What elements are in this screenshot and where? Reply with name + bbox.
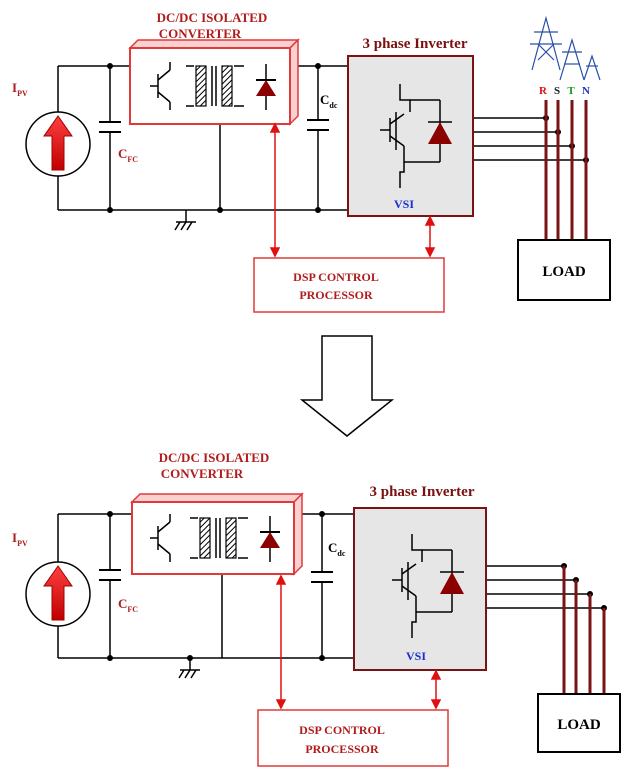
bottom-dsp-label-2: PROCESSOR bbox=[305, 742, 379, 756]
top-phase-r: R bbox=[539, 85, 548, 97]
top-phase-n: N bbox=[582, 85, 590, 97]
top-dsp-label-2: PROCESSOR bbox=[299, 288, 373, 302]
bottom-circuit: IPV CFC bbox=[12, 450, 621, 767]
top-control-arrows bbox=[269, 122, 436, 258]
diode-icon bbox=[260, 532, 280, 548]
top-inverter-title: 3 phase Inverter bbox=[363, 36, 468, 52]
bottom-converter-title-1: DC/DC ISOLATED bbox=[159, 450, 270, 465]
bottom-cdc-capacitor bbox=[311, 571, 333, 583]
top-current-source bbox=[25, 111, 91, 177]
bottom-vsi-label: VSI bbox=[406, 649, 426, 663]
bottom-inverter-title: 3 phase Inverter bbox=[370, 484, 475, 500]
top-phase-lines bbox=[544, 100, 588, 240]
top-cdc-capacitor bbox=[307, 119, 329, 131]
top-dsp-label-1: DSP CONTROL bbox=[293, 270, 379, 284]
diode-icon bbox=[256, 80, 276, 96]
current-arrow-icon bbox=[43, 115, 73, 171]
top-converter-title-1: DC/DC ISOLATED bbox=[157, 10, 268, 25]
bottom-load-box bbox=[537, 693, 621, 753]
top-phase-t: T bbox=[567, 85, 575, 97]
down-arrow-icon bbox=[299, 335, 395, 437]
bottom-current-source bbox=[25, 561, 91, 627]
top-phase-s: S bbox=[554, 85, 560, 97]
top-vsi-label: VSI bbox=[394, 197, 414, 211]
top-inverter bbox=[347, 55, 474, 217]
bottom-cfc-capacitor bbox=[99, 569, 121, 581]
bottom-cdc-label: Cdc bbox=[328, 540, 346, 558]
bottom-inverter bbox=[353, 507, 487, 671]
bottom-ipv-label: IPV bbox=[12, 530, 28, 548]
top-converter-title-2: CONVERTER bbox=[159, 26, 242, 41]
current-arrow-icon bbox=[43, 565, 73, 621]
top-cfc-label: CFC bbox=[118, 146, 138, 164]
top-load-box bbox=[517, 239, 611, 301]
top-ground-icon bbox=[174, 210, 196, 231]
top-cdc-label: Cdc bbox=[320, 92, 338, 110]
top-circuit: IPV CFC bbox=[12, 10, 611, 313]
bottom-converter-title-2: CONVERTER bbox=[161, 466, 244, 481]
bottom-dsp-label-1: DSP CONTROL bbox=[299, 723, 385, 737]
top-wires bbox=[57, 65, 586, 211]
bottom-dsp-box bbox=[257, 709, 449, 767]
top-load-label: LOAD bbox=[542, 264, 586, 280]
top-ipv-label: IPV bbox=[12, 80, 28, 98]
inverter-diode-icon bbox=[428, 122, 452, 144]
bottom-control-arrows bbox=[275, 574, 442, 710]
bottom-ground-icon bbox=[178, 658, 200, 679]
top-dcdc-converter bbox=[128, 38, 300, 126]
inverter-diode-icon bbox=[440, 572, 464, 594]
top-dsp-box bbox=[253, 257, 445, 313]
bottom-phase-lines bbox=[562, 566, 606, 694]
bottom-dcdc-converter bbox=[130, 492, 304, 576]
power-tower-icon bbox=[530, 15, 601, 81]
bottom-load-label: LOAD bbox=[557, 717, 601, 733]
top-cfc-capacitor bbox=[99, 121, 121, 133]
bottom-cfc-label: CFC bbox=[118, 596, 138, 614]
